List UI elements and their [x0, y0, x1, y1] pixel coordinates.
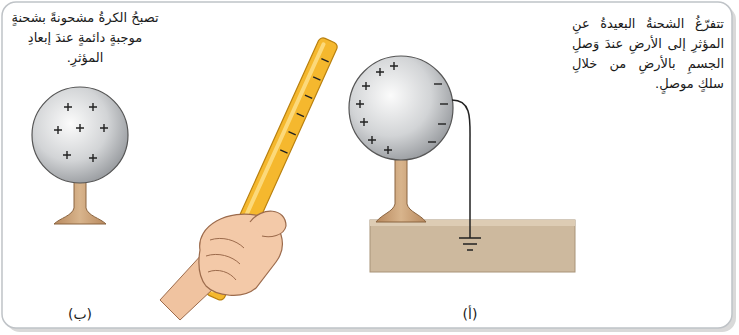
positive-charge [384, 146, 392, 154]
negative-charge [434, 84, 442, 85]
positive-charge [89, 103, 97, 111]
explanation-note: تتفرّغُ الشحنةُ البعيدةُ عنِ المؤثرِ إلى… [572, 14, 724, 95]
positive-charge [54, 126, 62, 134]
ground-slab [370, 220, 575, 272]
thumb [250, 211, 286, 237]
positive-charge [63, 151, 71, 159]
positive-charge [362, 82, 370, 90]
induced-sphere-a [349, 56, 453, 222]
ground-wire [452, 100, 470, 238]
metal-sphere [349, 56, 453, 160]
negative-charge [438, 124, 446, 125]
insulating-stand [54, 180, 106, 224]
ground-symbol [459, 238, 481, 250]
positive-charge [368, 136, 376, 144]
negative-charge [297, 113, 304, 116]
positive-charge [390, 62, 398, 70]
positive-charge [360, 118, 368, 126]
frame-border [2, 2, 732, 328]
negative-charge [280, 150, 287, 153]
negative-charge [305, 95, 312, 98]
explanation-note: تصبحُ الكرةُ مشحونةً بشحنةٍ موجبةٍ دائمة… [10, 8, 160, 68]
negative-charge [313, 77, 320, 80]
insulating-stand [376, 158, 426, 222]
positive-charge [64, 103, 72, 111]
metal-sphere [32, 87, 128, 183]
finger-lines [206, 238, 244, 280]
positive-charge [376, 68, 384, 76]
charged-sphere-b [32, 87, 128, 224]
panel-label: (ب) [50, 304, 110, 326]
positive-charge [100, 124, 108, 132]
negative-charge [288, 132, 295, 135]
hand [160, 211, 286, 320]
negative-charge [440, 104, 448, 105]
positive-charge [356, 100, 364, 108]
negative-charge [428, 142, 436, 143]
panel-label: (أ) [440, 304, 500, 326]
negative-charge [321, 59, 328, 62]
positive-charge [76, 124, 84, 132]
positive-charge [89, 154, 97, 162]
